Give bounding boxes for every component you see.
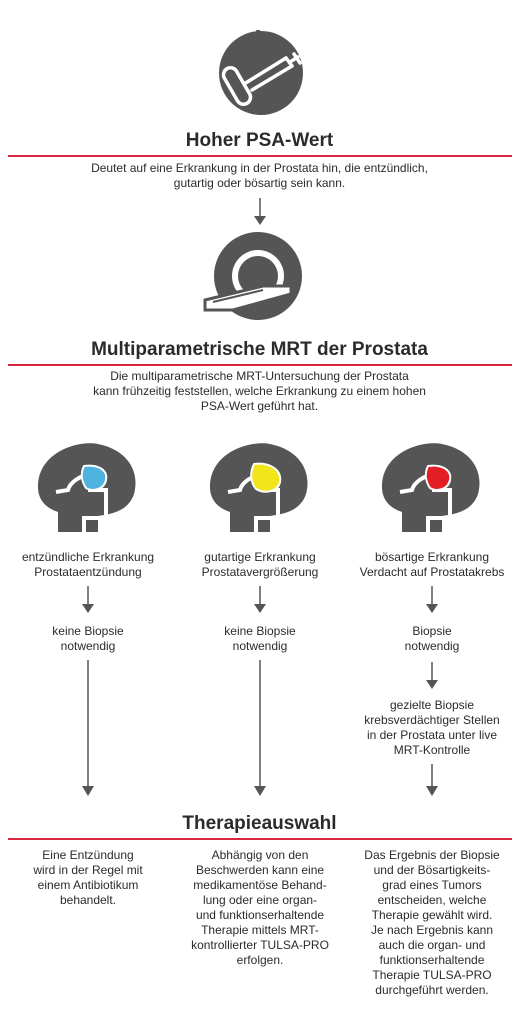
arrow-down-icon	[254, 660, 266, 796]
mri-scanner-icon	[203, 232, 302, 320]
prostate-benign-icon	[210, 443, 308, 532]
step2-description: Die multiparametrische MRT-Untersuchung …	[93, 369, 426, 413]
arrow-down-icon	[82, 660, 94, 796]
step2-divider	[8, 364, 512, 366]
prostate-malignant-icon	[382, 443, 480, 532]
step3-divider	[8, 838, 512, 840]
step2-title: Multiparametrische MRT der Prostata	[91, 339, 428, 360]
arrow-down-icon	[426, 662, 438, 689]
targeted-biopsy-text: gezielte Biopsie krebsverdächtiger Stell…	[364, 698, 500, 757]
step3-title: Therapieauswahl	[182, 813, 337, 834]
step1-description: Deutet auf eine Erkrankung in der Prosta…	[91, 161, 428, 190]
psa-test-icon	[219, 30, 303, 115]
therapy-malignant: Das Ergebnis der Biopsie und der Bösarti…	[364, 848, 500, 997]
therapy-benign: Abhängig von den Beschwerden kann eine m…	[191, 848, 329, 967]
prostate-inflammation-icon	[38, 443, 136, 532]
biopsy-inflammatory: keine Biopsie notwendig	[52, 624, 124, 653]
diagnosis-benign: gutartige Erkrankung Prostatavergrößerun…	[201, 550, 319, 579]
arrow-down-icon	[426, 764, 438, 796]
arrow-down-icon	[426, 586, 438, 613]
biopsy-malignant: Biopsie notwendig	[404, 624, 460, 653]
therapy-inflammatory: Eine Entzündung wird in der Regel mit ei…	[33, 848, 143, 907]
arrow-down-icon	[254, 586, 266, 613]
diagnosis-inflammatory: entzündliche Erkrankung Prostataentzündu…	[21, 550, 155, 579]
arrow-down-icon	[254, 198, 266, 225]
arrow-down-icon	[82, 586, 94, 613]
diagnosis-malignant: bösartige Erkrankung Verdacht auf Prosta…	[359, 550, 505, 579]
biopsy-benign: keine Biopsie notwendig	[224, 624, 296, 653]
step1-divider	[8, 155, 512, 157]
step1-title: Hoher PSA-Wert	[185, 130, 334, 151]
